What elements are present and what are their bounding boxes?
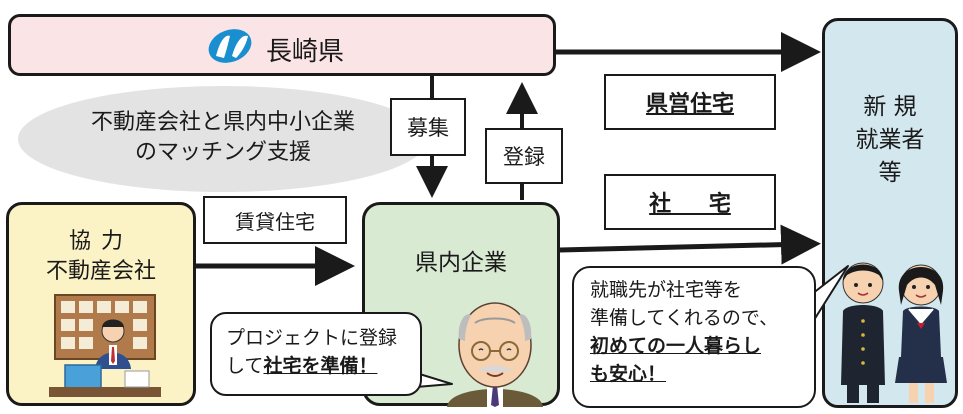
worker-speech-bubble: 就職先が社宅等を 準備してくれるので、 初めての一人暮らし も安心！ (572, 266, 816, 408)
company-housing-label: 社 宅 (604, 174, 776, 230)
new-workers-label: 新 規 就業者 等 (825, 91, 955, 190)
cooperating-realestate-line1: 協力 (68, 229, 133, 254)
register-label: 登録 (485, 128, 563, 184)
worker-bubble-line3: 初めての一人暮らし (590, 335, 762, 357)
cooperating-realestate-line2: 不動産会社 (45, 259, 156, 284)
local-company-label: 県内企業 (415, 250, 507, 276)
prefecture-box: 長崎県 (8, 14, 556, 76)
prefecture-logo-icon (208, 29, 252, 63)
matching-support-line2: のマッチング支援 (134, 140, 311, 165)
new-workers-students-illustration (841, 262, 947, 403)
worker-bubble-line1: 就職先が社宅等を (590, 279, 743, 301)
new-workers-line3: 等 (878, 160, 902, 186)
company-speech-bubble: プロジェクトに登録 して社宅を準備！ (210, 312, 422, 396)
new-workers-line1: 新 規 (863, 94, 917, 120)
realestate-agent-illustration (49, 294, 161, 397)
arrow-company-to-workers (559, 224, 821, 265)
company-bubble-line1: プロジェクトに登録 (226, 327, 398, 349)
worker-bubble-line2: 準備してくれるので、 (590, 307, 779, 329)
prefectural-housing-label: 県営住宅 (604, 74, 776, 130)
company-bubble-line2: して社宅を準備！ (226, 352, 410, 380)
company-president-illustration (447, 302, 543, 407)
cooperating-realestate-box: 協力 不動産会社 (6, 202, 196, 406)
company-bubble-line2-prefix: して (226, 355, 264, 377)
company-bubble-line2-strong: 社宅を準備！ (263, 355, 378, 377)
matching-support-line1: 不動産会社と県内中小企業 (90, 110, 355, 135)
recruit-label: 募集 (390, 98, 466, 156)
matching-support-text: 不動産会社と県内中小企業 のマッチング支援 (18, 108, 428, 168)
new-workers-box: 新 規 就業者 等 (822, 18, 958, 408)
new-workers-line2: 就業者 (855, 127, 925, 153)
matching-support-ellipse: 不動産会社と県内中小企業 のマッチング支援 (18, 86, 428, 192)
worker-bubble-line4: も安心！ (590, 363, 667, 385)
rental-housing-label: 賃貸住宅 (203, 196, 347, 244)
prefecture-name: 長崎県 (266, 37, 345, 67)
